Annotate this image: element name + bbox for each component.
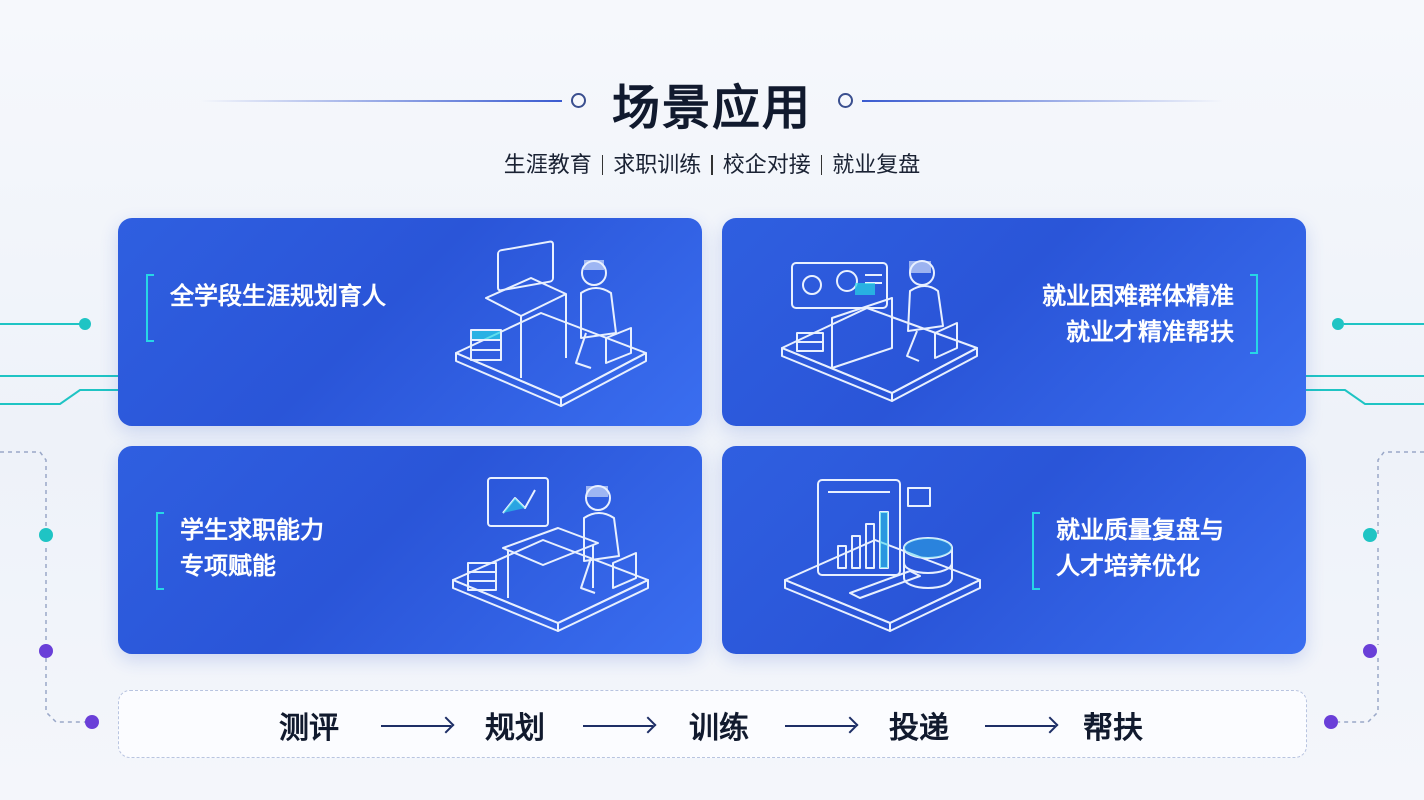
bracket-decoration [1250,274,1258,354]
person-at-monitor-desk-icon [452,477,649,632]
page-title: 场景应用 [611,80,812,136]
title-dot-right [838,93,853,108]
divider [820,155,823,175]
flow-step-training: 训练 [689,711,749,746]
analytics-dashboard-icon [784,479,981,632]
card-text-line: 人才培养优化 [1056,552,1200,580]
subtitle: 生涯教育求职训练校企对接就业复盘 [0,147,1424,179]
arrow-right-icon [985,725,1055,727]
person-at-dashboard-desk-icon [781,260,978,402]
arrow-right-icon [785,725,855,727]
scenario-card-targeted-assistance[interactable]: 就业困难群体精准 就业才精准帮扶 [722,218,1306,426]
scenario-card-quality-review[interactable]: 就业质量复盘与 人才培养优化 [722,446,1306,654]
flow-step-assessment: 测评 [279,711,339,746]
card-text-line: 专项赋能 [180,552,276,580]
process-flow-bar: 测评 规划 训练 投递 帮扶 [118,690,1307,758]
title-dot-left [571,93,586,108]
bracket-decoration [1032,512,1040,590]
divider [601,155,604,175]
bracket-decoration [146,274,154,342]
subtitle-item: 就业复盘 [832,153,921,178]
subtitle-item: 求职训练 [613,153,702,178]
flow-step-planning: 规划 [485,711,545,746]
card-text-line: 学生求职能力 [180,516,324,544]
card-text-line: 就业质量复盘与 [1056,516,1224,544]
flow-step-assistance: 帮扶 [1083,711,1143,746]
card-text-line: 全学段生涯规划育人 [170,282,386,310]
scenario-card-career-planning[interactable]: 全学段生涯规划育人 [118,218,702,426]
arrow-right-icon [583,725,653,727]
person-at-computer-desk-icon [455,240,647,407]
subtitle-item: 校企对接 [722,153,811,178]
subtitle-item: 生涯教育 [503,153,592,178]
divider [711,155,713,175]
card-text-line: 就业才精准帮扶 [1066,318,1234,346]
scenario-card-job-skills[interactable]: 学生求职能力 专项赋能 [118,446,702,654]
bracket-decoration [156,512,164,590]
title-line-left [200,100,562,102]
arrow-right-icon [381,725,451,727]
title-line-right [862,100,1224,102]
card-text-line: 就业困难群体精准 [1042,282,1234,310]
flow-step-delivery: 投递 [889,711,949,746]
